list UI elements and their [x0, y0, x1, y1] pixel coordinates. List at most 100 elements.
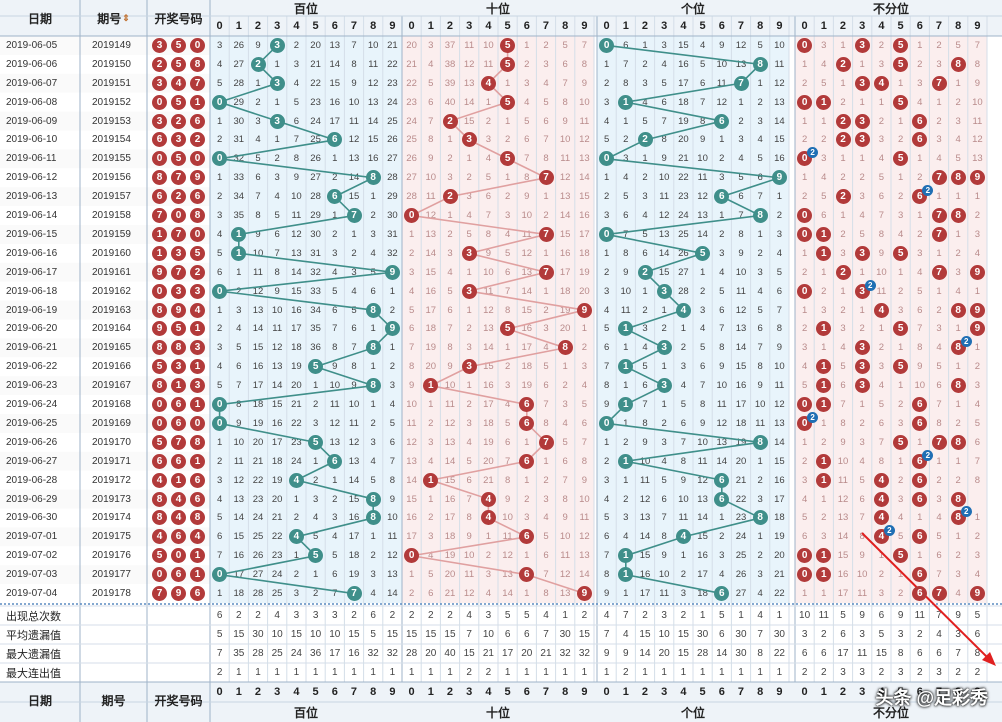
footer-digit-3: 3	[661, 686, 668, 698]
stat-cell: 24	[290, 648, 302, 659]
combined-hit-ball: 8	[950, 434, 966, 450]
shi-hit-ball: 7	[538, 434, 554, 450]
combined-hit-ball: 9	[969, 321, 985, 337]
shi-hit-ball: 8	[557, 340, 573, 356]
draw-ball: 8	[152, 302, 167, 318]
miss-cell: 1	[917, 153, 923, 165]
combined-hit-ball: 4	[873, 472, 889, 488]
stat-cell: 3	[485, 610, 492, 621]
ge-hit-ball: 6	[714, 491, 730, 507]
stat-cell: 2	[255, 610, 261, 621]
header-digit-3: 3	[274, 20, 281, 32]
miss-cell: 5	[801, 512, 808, 524]
combined-hit-ball: 0	[797, 226, 813, 242]
draw-ball: 6	[152, 453, 167, 469]
sort-icon[interactable]: ⇕	[122, 12, 130, 23]
miss-cell: 1	[840, 39, 846, 51]
stat-cell: 2	[485, 667, 492, 678]
stat-cell: 1	[738, 667, 744, 678]
bai-hit-ball: 1	[231, 245, 247, 261]
row-date: 2019-06-30	[6, 512, 58, 524]
row-date: 2019-06-13	[6, 191, 58, 203]
repeat-count-badge: 2	[883, 525, 895, 537]
stat-cell: 7	[543, 629, 549, 640]
stat-cell: 3	[332, 610, 338, 621]
draw-ball: 3	[171, 283, 186, 299]
stat-cell: 17	[837, 648, 849, 659]
miss-cell: 6	[859, 493, 865, 505]
footer-digit-9: 9	[581, 686, 588, 698]
miss-cell: 2	[955, 247, 961, 259]
draw-ball: 3	[171, 359, 186, 375]
stat-cell: 15	[290, 629, 302, 640]
miss-cell: 2	[801, 323, 808, 335]
miss-cell: 8	[917, 342, 923, 354]
miss-cell: 4	[840, 342, 846, 354]
footer-digit-4: 4	[485, 686, 492, 698]
combined-hit-ball: 7	[931, 75, 947, 91]
footer-digit-5: 5	[897, 686, 904, 698]
stat-cell: 3	[661, 610, 667, 621]
miss-cell: 5	[859, 474, 865, 486]
miss-cell: 1	[878, 323, 885, 335]
stat-cell: 7	[603, 629, 610, 640]
footer-digit-1: 1	[235, 686, 242, 698]
footer-digit-0: 0	[603, 686, 610, 698]
ge-hit-ball: 3	[656, 340, 672, 356]
miss-cell: 1	[801, 172, 808, 184]
combined-hit-ball: 5	[893, 37, 909, 53]
repeat-count-badge: 2	[960, 506, 972, 518]
stat-cell: 4	[623, 629, 629, 640]
miss-cell: 7	[581, 39, 588, 51]
miss-cell: 1	[801, 304, 808, 316]
miss-cell: 1	[974, 191, 981, 203]
footer-digit-4: 4	[680, 686, 687, 698]
miss-cell: 8	[974, 474, 981, 486]
stat-cell: 1	[370, 667, 376, 678]
draw-ball: 6	[171, 397, 186, 413]
ge-hit-ball: 6	[714, 113, 730, 129]
repeat-count-badge: 2	[807, 147, 819, 159]
miss-cell: 1	[936, 191, 942, 203]
row-issue: 2019158	[92, 210, 131, 222]
stat-cell: 15	[677, 648, 689, 659]
combined-hit-ball: 3	[854, 359, 870, 375]
miss-cell: 3	[821, 531, 827, 543]
combined-hit-ball: 5	[893, 359, 909, 375]
miss-cell: 7	[917, 323, 923, 335]
miss-cell: 8	[878, 455, 885, 467]
shi-hit-ball: 3	[461, 245, 477, 261]
draw-ball: 4	[171, 510, 186, 526]
draw-ball: 8	[152, 491, 167, 507]
combined-hit-ball: 6	[912, 529, 928, 545]
header-digit-4: 4	[485, 20, 492, 32]
miss-cell: 2	[801, 191, 808, 203]
stat-cell: 32	[578, 648, 590, 659]
miss-cell: 5	[821, 191, 827, 203]
stat-label: 平均遗漏值	[6, 629, 61, 642]
stat-cell: 1	[351, 667, 357, 678]
miss-cell: 2	[955, 96, 961, 108]
repeat-count-badge: 2	[922, 185, 934, 197]
combined-hit-ball: 9	[969, 170, 985, 186]
miss-cell: 5	[562, 39, 568, 51]
footer-digit-9: 9	[974, 686, 981, 698]
row-issue: 2019154	[92, 134, 131, 146]
row-issue: 2019172	[92, 474, 131, 486]
combined-hit-ball: 4	[873, 510, 889, 526]
repeat-count-badge: 2	[922, 449, 934, 461]
header-digit-7: 7	[737, 20, 745, 32]
row-issue: 2019176	[92, 550, 131, 562]
header-digit-2: 2	[839, 20, 847, 32]
draw-ball: 1	[190, 359, 205, 375]
header-digit-4: 4	[293, 20, 300, 32]
row-date: 2019-06-23	[6, 380, 58, 392]
miss-cell: 6	[821, 210, 827, 222]
shi-hit-ball: 7	[538, 264, 554, 280]
shi-hit-ball: 5	[500, 94, 516, 110]
stat-cell: 5	[524, 610, 530, 621]
header-digit-0: 0	[216, 20, 223, 32]
header-digit-5: 5	[312, 20, 319, 32]
stat-cell: 1	[389, 667, 396, 678]
stat-cell: 10	[658, 629, 670, 640]
